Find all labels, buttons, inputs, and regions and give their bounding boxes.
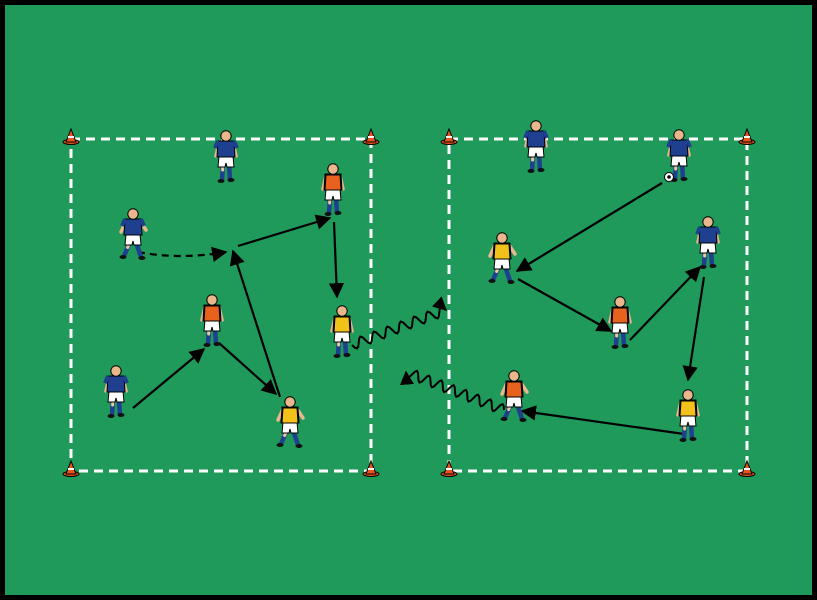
player-icon xyxy=(321,163,345,216)
pass-arrow xyxy=(132,348,206,409)
pass-arrow xyxy=(218,342,278,396)
player-icon xyxy=(200,294,224,347)
pass-arrow xyxy=(629,265,702,341)
player-icon xyxy=(664,129,692,182)
pass-arrow xyxy=(520,405,685,436)
player-icon xyxy=(119,208,148,260)
player-icon xyxy=(608,296,632,349)
pass-arrow xyxy=(515,182,663,272)
player-icon xyxy=(676,389,700,442)
pitch-field xyxy=(5,5,812,595)
player-layer xyxy=(103,120,721,448)
player-icon xyxy=(213,130,239,183)
cone-icon xyxy=(62,459,80,477)
cone-icon xyxy=(738,127,756,145)
ball-icon xyxy=(664,172,674,182)
cone-icon xyxy=(362,127,380,145)
cone-icon xyxy=(362,459,380,477)
cone-icon xyxy=(62,127,80,145)
cone-icon xyxy=(738,459,756,477)
pass-arrow xyxy=(328,221,345,299)
player-icon xyxy=(103,365,129,418)
cone-icon xyxy=(440,459,458,477)
movement-layer xyxy=(132,182,706,436)
pass-arrow xyxy=(517,278,613,332)
player-icon xyxy=(500,370,529,422)
left-grid-boundary xyxy=(69,137,373,473)
player-icon xyxy=(523,120,549,173)
cone-layer xyxy=(62,127,756,477)
pass-arrow xyxy=(237,214,332,248)
player-icon xyxy=(488,232,517,284)
dribble-arrow xyxy=(399,369,505,413)
player-icon xyxy=(276,396,305,448)
dribble-arrow xyxy=(351,296,448,350)
player-icon xyxy=(330,305,354,358)
player-icon xyxy=(695,216,721,269)
pass-arrow xyxy=(682,276,706,382)
pass-arrow xyxy=(229,249,282,398)
cone-icon xyxy=(440,127,458,145)
